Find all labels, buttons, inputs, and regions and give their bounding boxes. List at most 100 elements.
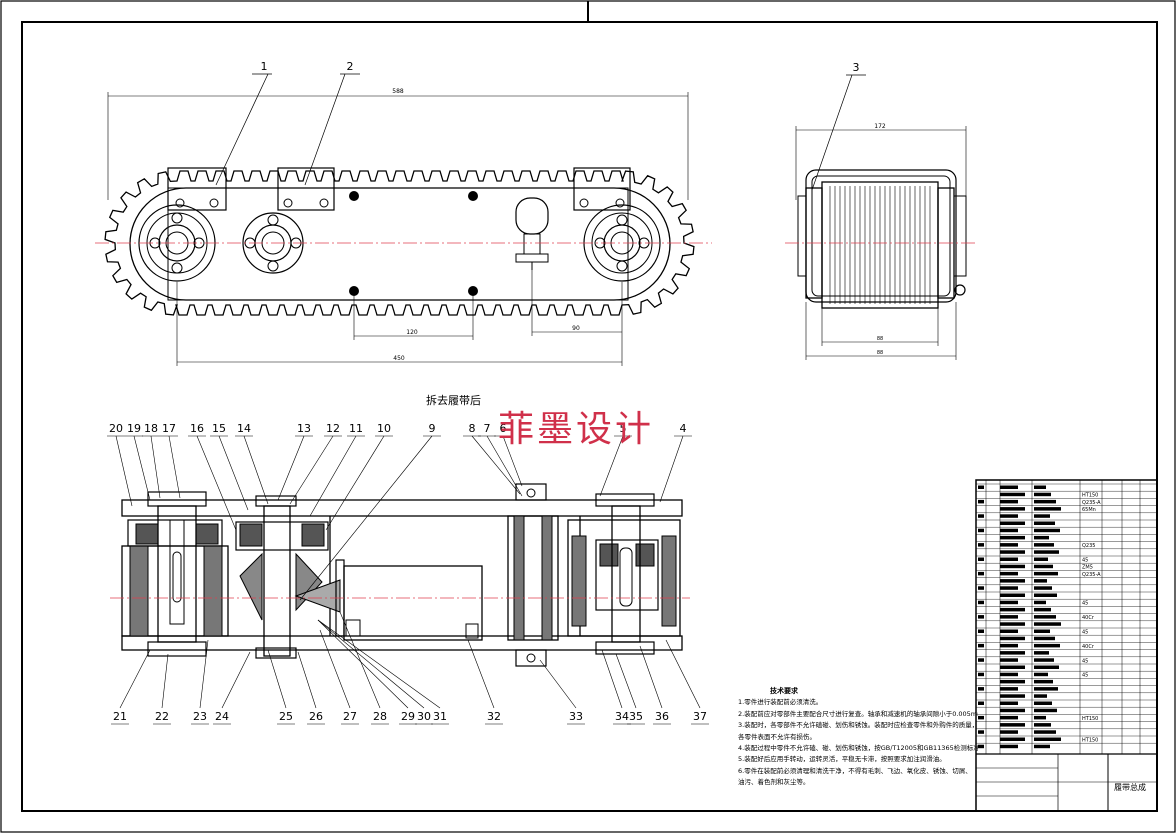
section-callout-label: 12 [326, 422, 340, 435]
bom-cell-mark [1000, 514, 1018, 518]
callout-leader [599, 435, 624, 497]
bom-cell-mark [1034, 499, 1056, 504]
section-callout-label: 30 [417, 710, 431, 723]
bom-material: Q235-A [1082, 500, 1101, 506]
bom-cell-mark [1034, 521, 1055, 525]
callout-leader [115, 435, 133, 507]
callout-leader [221, 651, 251, 709]
section-callout-label: 27 [343, 710, 357, 723]
section-callout-label: 31 [433, 710, 447, 723]
bom-material: 40Cr [1082, 644, 1095, 650]
bom-cell-mark [1000, 579, 1025, 583]
callout-leader [486, 435, 523, 497]
note-item: 3.装配时，各零部件不允许磕碰、划伤和锈蚀。装配时应检查零件和外购件的质量， [738, 721, 978, 730]
bom-cell-mark [1034, 550, 1059, 554]
roller-dot [349, 191, 359, 201]
bom-cell-mark [978, 687, 984, 691]
section-callout-label: 15 [212, 422, 226, 435]
bom-material: 45 [1082, 558, 1088, 564]
bom-cell-mark [1034, 492, 1051, 497]
bom-cell-mark [1000, 629, 1018, 633]
bom-cell-mark [1000, 593, 1025, 597]
bom-material: HT150 [1082, 738, 1098, 744]
bracket-left [167, 167, 227, 211]
section-callout-label: 36 [655, 710, 669, 723]
bom-cell-mark [1000, 730, 1018, 734]
section-callout-label: 10 [377, 422, 391, 435]
section-caption: 拆去履带后 [426, 394, 481, 407]
note-item: 各零件表面不允许有损伤。 [738, 732, 816, 741]
bom-cell-mark [978, 715, 984, 720]
section-callout-label: 17 [162, 422, 176, 435]
bom-cell-mark [978, 600, 984, 605]
bom-cell-mark [978, 730, 984, 734]
bom-cell-mark [1000, 615, 1018, 619]
bom-cell-mark [1000, 564, 1025, 569]
track-inner [129, 187, 671, 301]
callout-leader [659, 435, 684, 503]
bom-cell-mark [1000, 485, 1018, 489]
callout-leader [150, 435, 161, 499]
callout-leader [277, 435, 305, 501]
callout-leader [119, 649, 151, 709]
bom-cell-mark [1000, 622, 1025, 626]
callout-leader [317, 619, 441, 709]
bom-cell-mark [1000, 492, 1025, 497]
drawing-title: 履带总成 [1114, 782, 1146, 792]
roller-dot [468, 191, 478, 201]
section-callout-label: 8 [469, 422, 476, 435]
bom-cell-mark [1034, 687, 1058, 691]
bom-material: Q235 [1082, 543, 1095, 549]
bom-cell-mark [978, 629, 984, 633]
bom-cell-mark [1000, 535, 1025, 540]
bom-cell-mark [1034, 622, 1061, 626]
bom-cell-mark [978, 643, 984, 648]
bom-cell-mark [1000, 672, 1018, 677]
bom-cell-mark [978, 499, 984, 504]
top-view: 588 [95, 60, 712, 366]
bom-cell-mark [1034, 672, 1048, 677]
title-block: HT150Q235-A65MnQ23545ZM5Q235-A4540Cr4540… [975, 479, 1158, 812]
bom-cell-mark [1000, 665, 1025, 669]
bom-cell-mark [978, 701, 984, 705]
callout-3: 3 [853, 61, 860, 74]
bom-cell-mark [1000, 701, 1018, 705]
callout-leader [339, 611, 381, 709]
bom-cell-mark [1034, 665, 1059, 669]
callout-leader [467, 639, 495, 709]
bom-cell-mark [1000, 499, 1018, 504]
callout-leader [665, 639, 701, 709]
callout-leader [502, 435, 523, 487]
section-callout-label: 22 [155, 710, 169, 723]
bom-cell-mark [1000, 586, 1018, 590]
bom-cell-mark [1034, 564, 1053, 569]
bom-material: Q235-A [1082, 572, 1101, 578]
bom-cell-mark [978, 557, 984, 561]
dim-172: 172 [874, 123, 886, 130]
callout-leader [218, 435, 249, 511]
bom-material: ZM5 [1082, 565, 1093, 571]
bom-cell-mark [1034, 715, 1046, 720]
bom-material: 40Cr [1082, 615, 1095, 621]
section-callout-label: 7 [484, 422, 491, 435]
bom-cell-mark [1034, 701, 1052, 705]
bom-cell-mark [1034, 579, 1047, 583]
callout-leader [309, 435, 357, 517]
section-callout-label: 32 [487, 710, 501, 723]
callout-leader [168, 435, 181, 499]
inner-frame [21, 21, 1158, 812]
section-callout-label: 33 [569, 710, 583, 723]
technical-notes: 技术要求 1.零件进行装配前必须清洗。 2.装配前应对零部件主要配合尺寸进行复查… [738, 686, 978, 789]
bom-cell-mark [1000, 528, 1018, 533]
bom-cell-mark [978, 571, 984, 576]
bom-cell-mark [1034, 543, 1054, 547]
callout-leader [297, 651, 317, 709]
track-ribs [829, 186, 931, 304]
bom-cell-mark [1034, 723, 1051, 727]
dim-120: 120 [406, 329, 418, 336]
section-callout-label: 29 [401, 710, 415, 723]
